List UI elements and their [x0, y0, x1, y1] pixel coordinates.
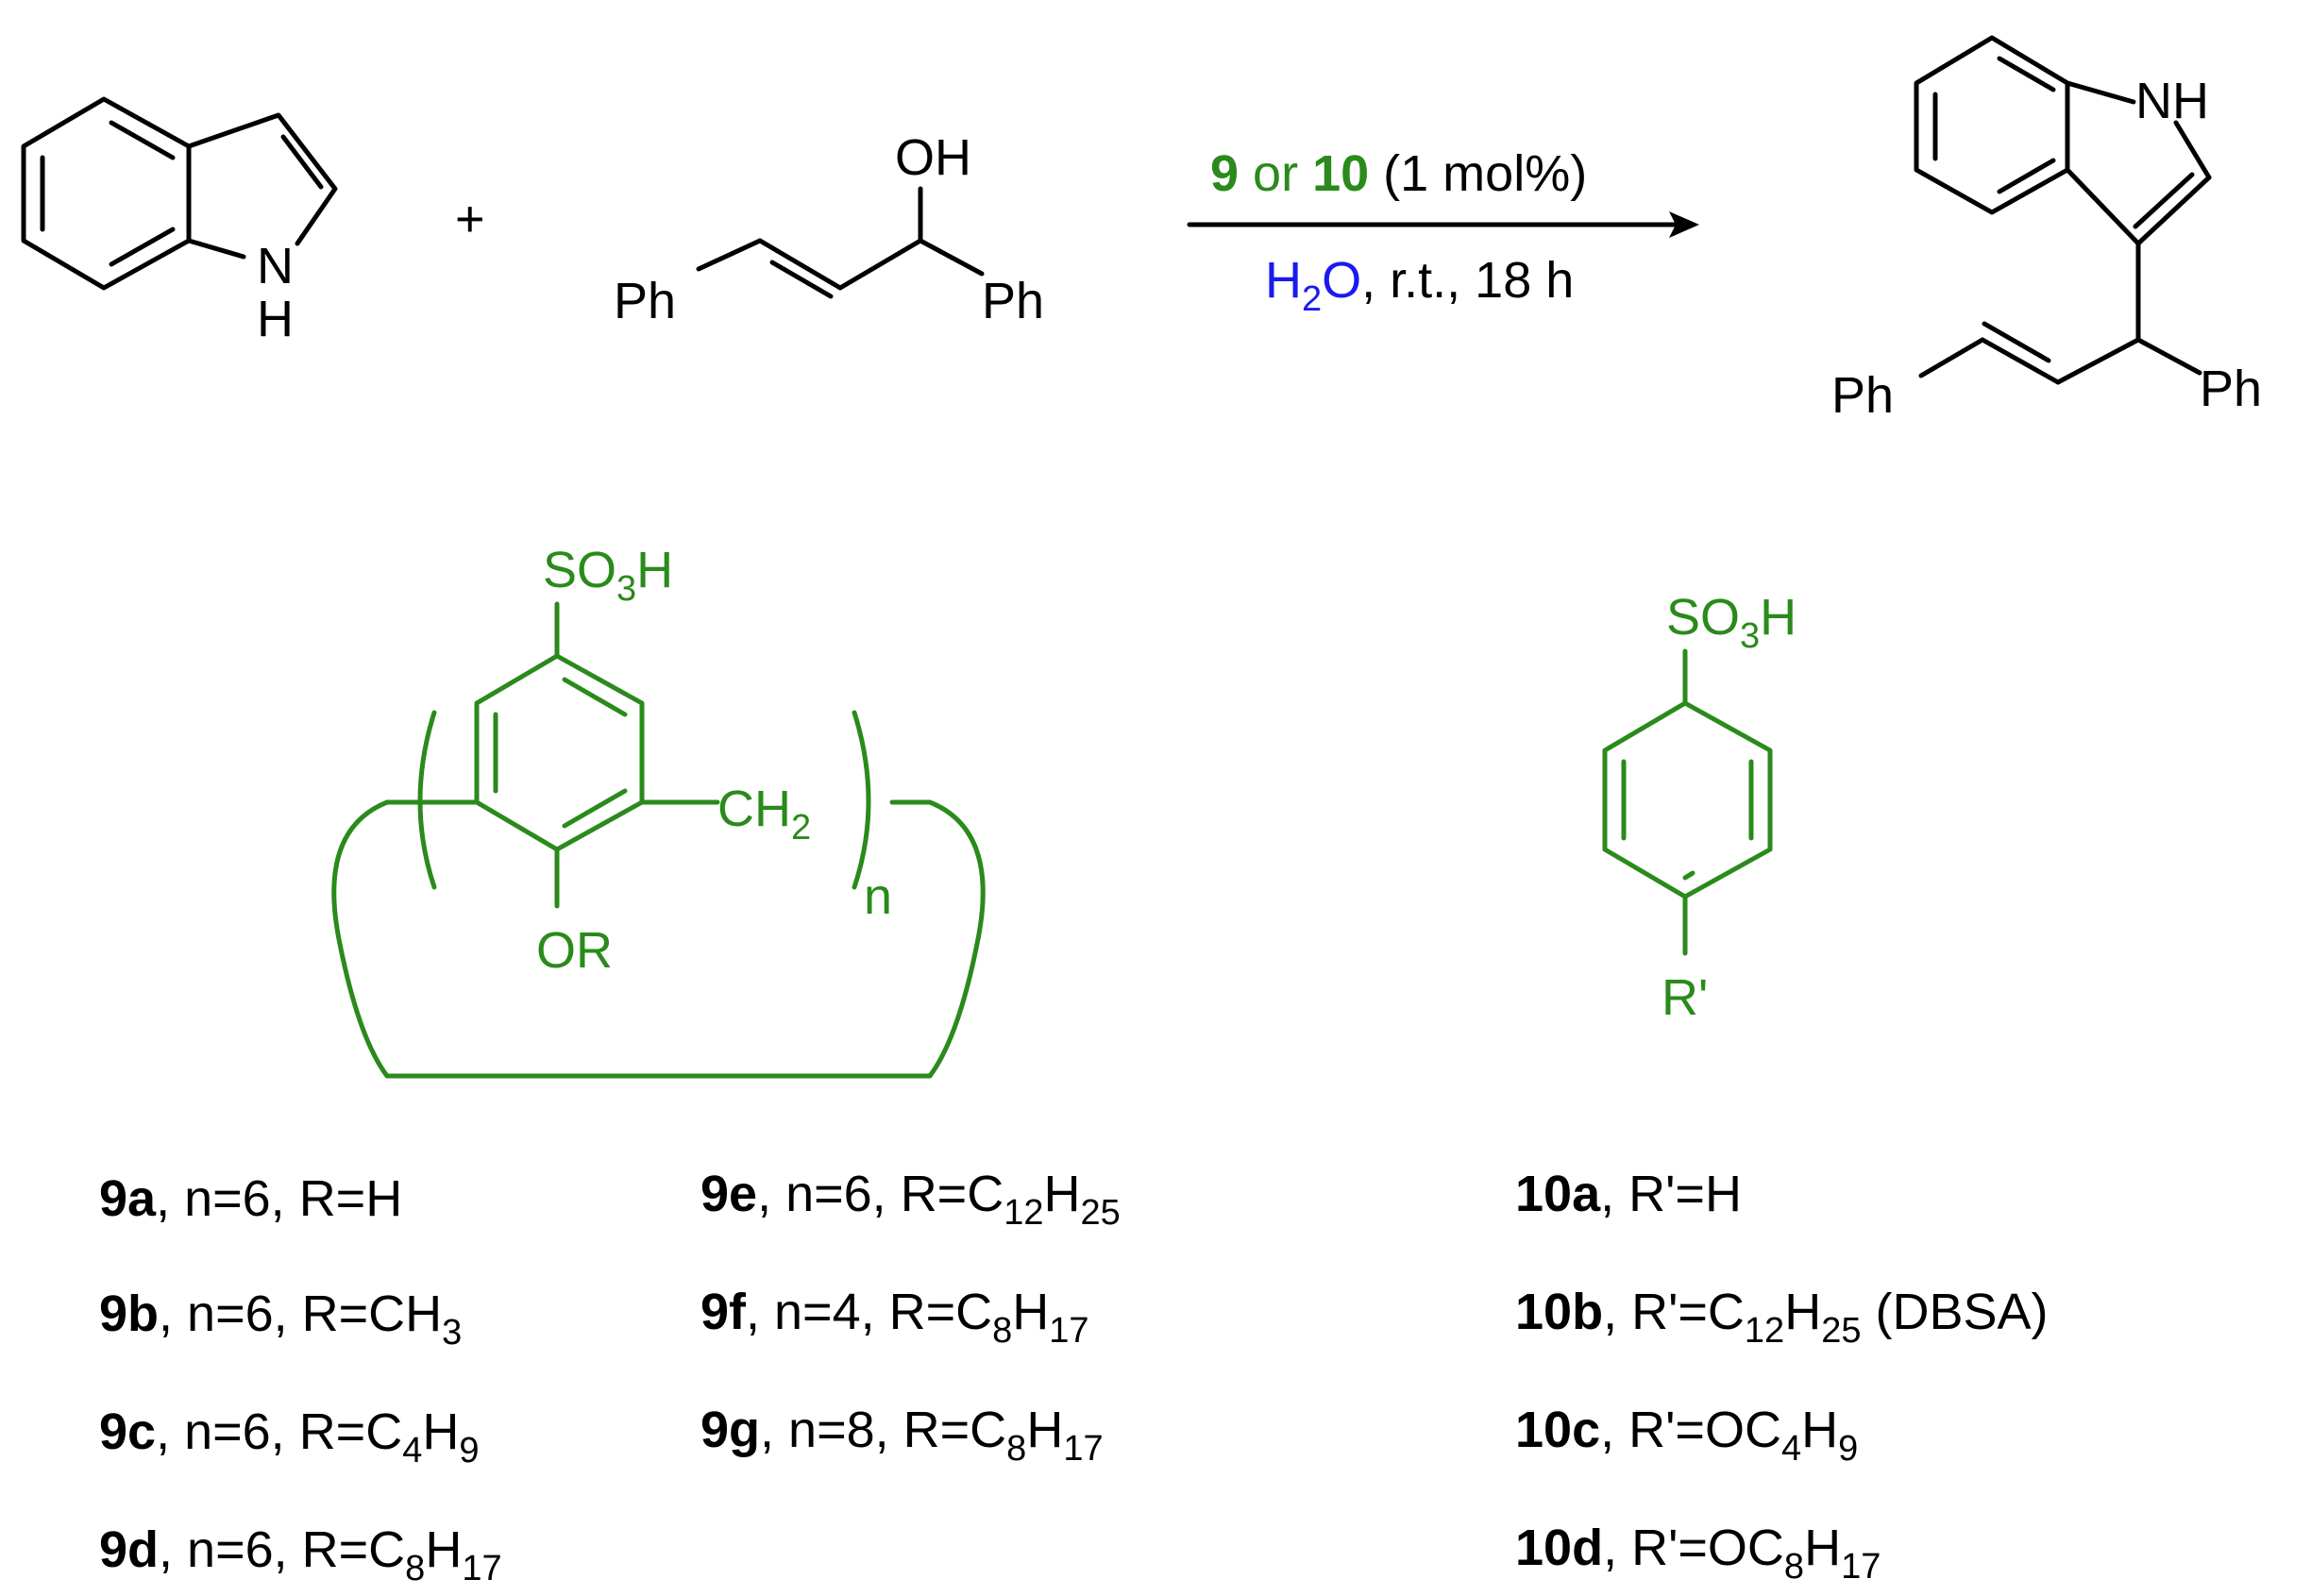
allylic-alcohol-structure: OH Ph Ph [614, 129, 1044, 329]
legend-9: 9a, n=6, R=H 9b, n=6, R=CH3 9c, n=6, R=C… [99, 1166, 1121, 1588]
product-ph-left-label: Ph [1831, 367, 1894, 424]
ph-right-label: Ph [982, 273, 1044, 329]
indole-structure: N H [21, 96, 338, 347]
condition-catalyst: 9 or 10 (1 mol%) [1210, 145, 1587, 202]
indole-h-label: H [257, 291, 294, 347]
product-ph-right-label: Ph [2200, 361, 2262, 417]
legend-10: 10a, R'=H 10b, R'=C12H25 (DBSA) 10c, R'=… [1515, 1166, 2049, 1587]
legend-10a: 10a, R'=H [1515, 1166, 1742, 1222]
product-nh-label: NH [2135, 73, 2209, 129]
legend-9a: 9a, n=6, R=H [99, 1170, 402, 1227]
legend-10d: 10d, R'=OC8H17 [1515, 1520, 1881, 1587]
legend-9c: 9c, n=6, R=C4H9 [99, 1403, 480, 1470]
cat9-or-label: OR [536, 922, 613, 979]
cat9-so3h-label: SO3H [543, 542, 673, 609]
indole-n-label: N [257, 238, 294, 294]
condition-solvent: H2O, r.t., 18 h [1265, 252, 1574, 319]
oh-label: OH [895, 129, 971, 186]
cat9-ch2-label: CH2 [717, 781, 811, 848]
catalyst-10-structure: SO3H R' [1602, 589, 1797, 1026]
legend-9b: 9b, n=6, R=CH3 [99, 1285, 462, 1352]
product-structure: NH Ph Ph [1831, 35, 2262, 424]
catalyst-9-structure: SO3H CH2 n OR [331, 542, 986, 1079]
ph-left-label: Ph [614, 273, 676, 329]
cat10-r-label: R' [1662, 969, 1708, 1026]
legend-9f: 9f, n=4, R=C8H17 [700, 1284, 1089, 1351]
legend-10c: 10c, R'=OC4H9 [1515, 1402, 1858, 1469]
cat10-so3h-label: SO3H [1666, 589, 1797, 656]
cat9-n-label: n [864, 868, 892, 925]
legend-9d: 9d, n=6, R=C8H17 [99, 1521, 502, 1588]
legend-10b: 10b, R'=C12H25 (DBSA) [1515, 1284, 2049, 1351]
plus-sign: + [455, 191, 485, 247]
reaction-arrow [1187, 211, 1699, 238]
legend-9g: 9g, n=8, R=C8H17 [700, 1402, 1104, 1469]
legend-9e: 9e, n=6, R=C12H25 [700, 1166, 1121, 1233]
